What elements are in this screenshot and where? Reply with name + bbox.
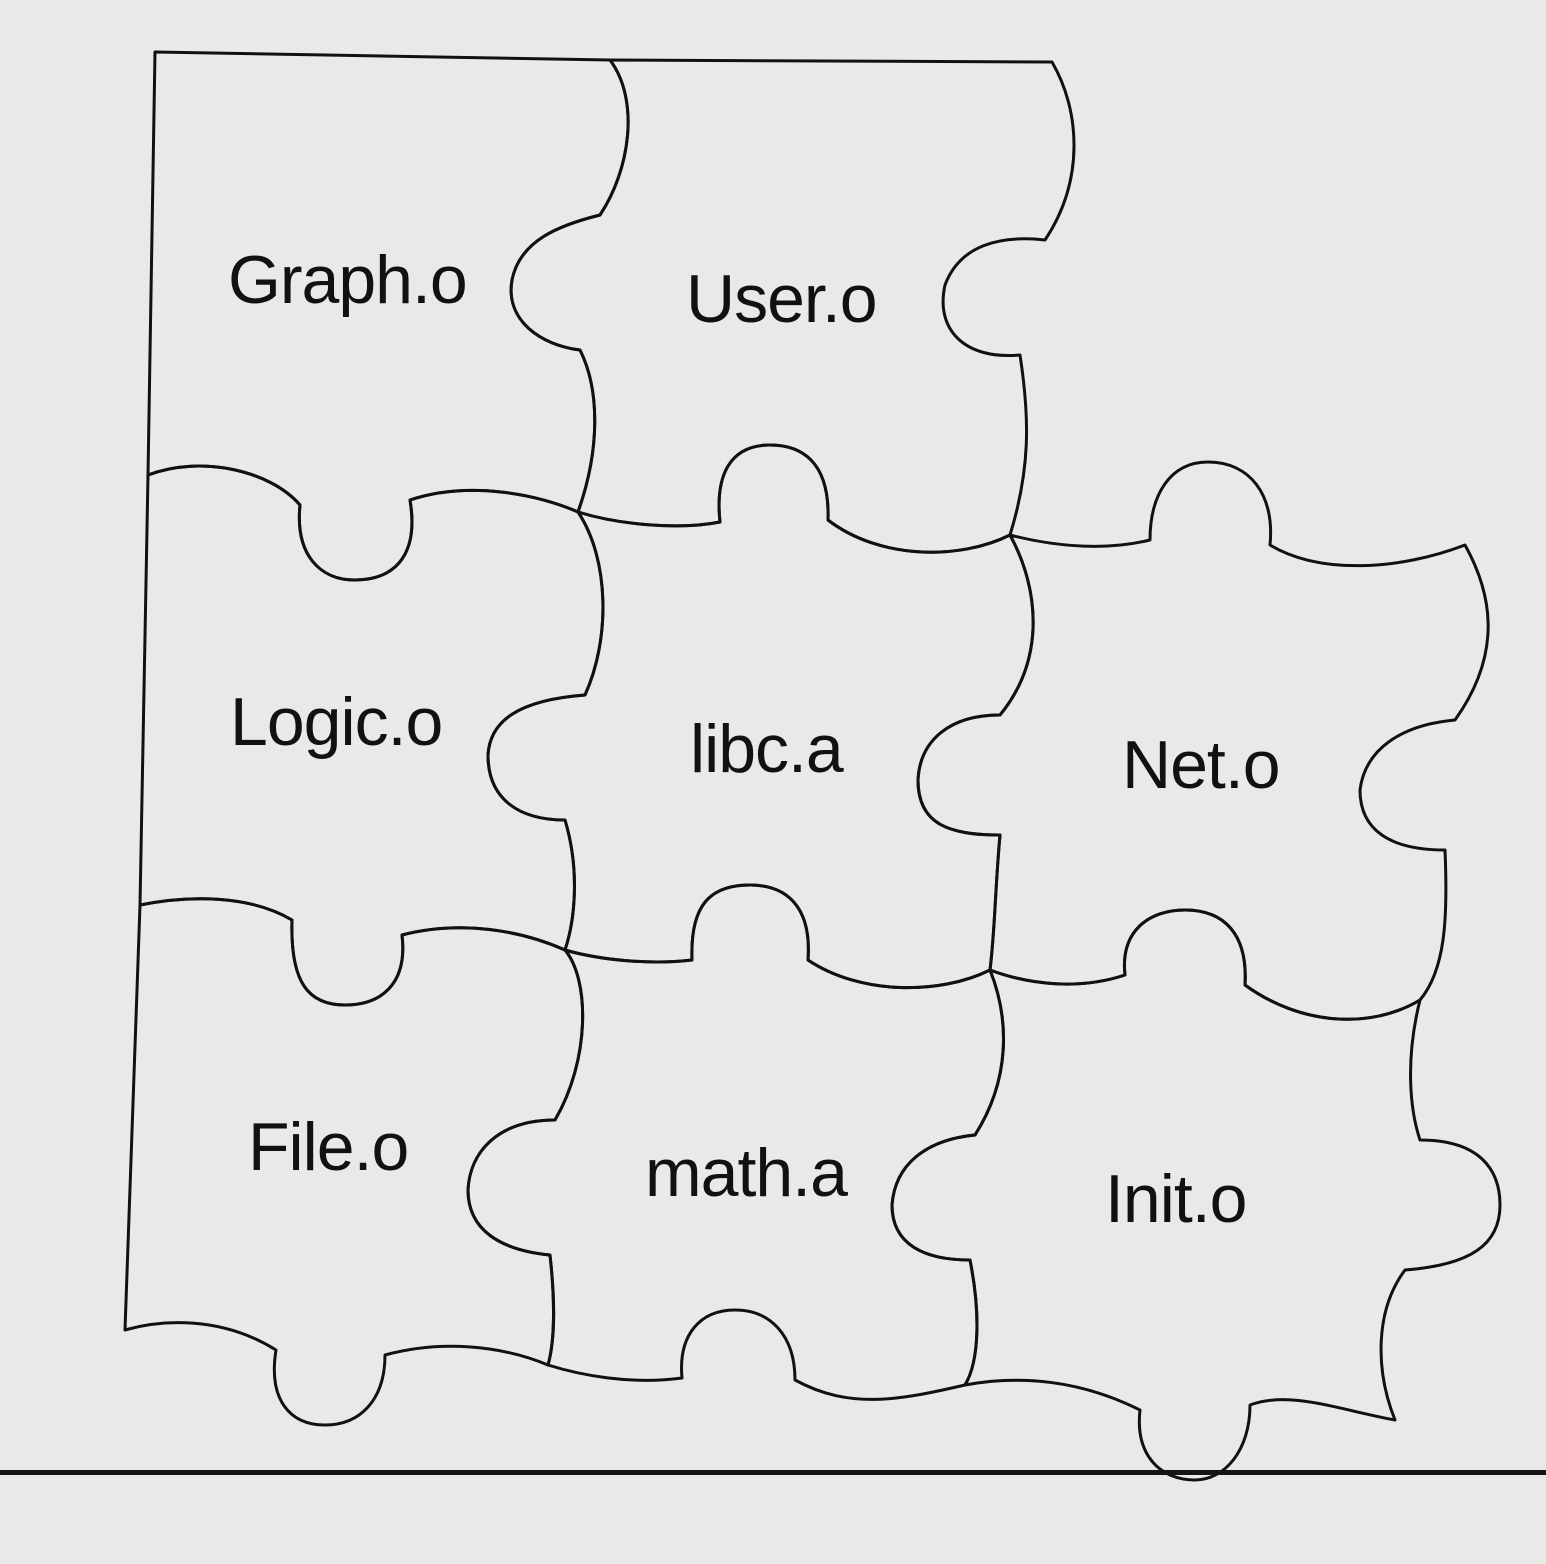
piece-user: User.o: [509, 58, 1076, 554]
piece-init-outline: [890, 908, 1502, 1482]
label-logic: Logic.o: [230, 684, 442, 760]
label-init: Init.o: [1105, 1161, 1246, 1237]
label-math: math.a: [645, 1135, 848, 1211]
piece-net: Net.o: [916, 460, 1490, 1021]
piece-logic: Logic.o: [138, 464, 605, 1007]
piece-file: File.o: [123, 897, 585, 1427]
label-file: File.o: [248, 1109, 408, 1185]
piece-graph: Graph.o: [146, 50, 630, 582]
piece-libc: libc.a: [486, 443, 1035, 990]
label-graph: Graph.o: [228, 242, 467, 318]
label-libc: libc.a: [690, 711, 844, 787]
piece-init: Init.o: [890, 908, 1502, 1482]
page-divider-line: [0, 1470, 1546, 1475]
label-user: User.o: [686, 261, 877, 337]
label-net: Net.o: [1122, 727, 1280, 803]
piece-math: math.a: [466, 883, 1006, 1401]
